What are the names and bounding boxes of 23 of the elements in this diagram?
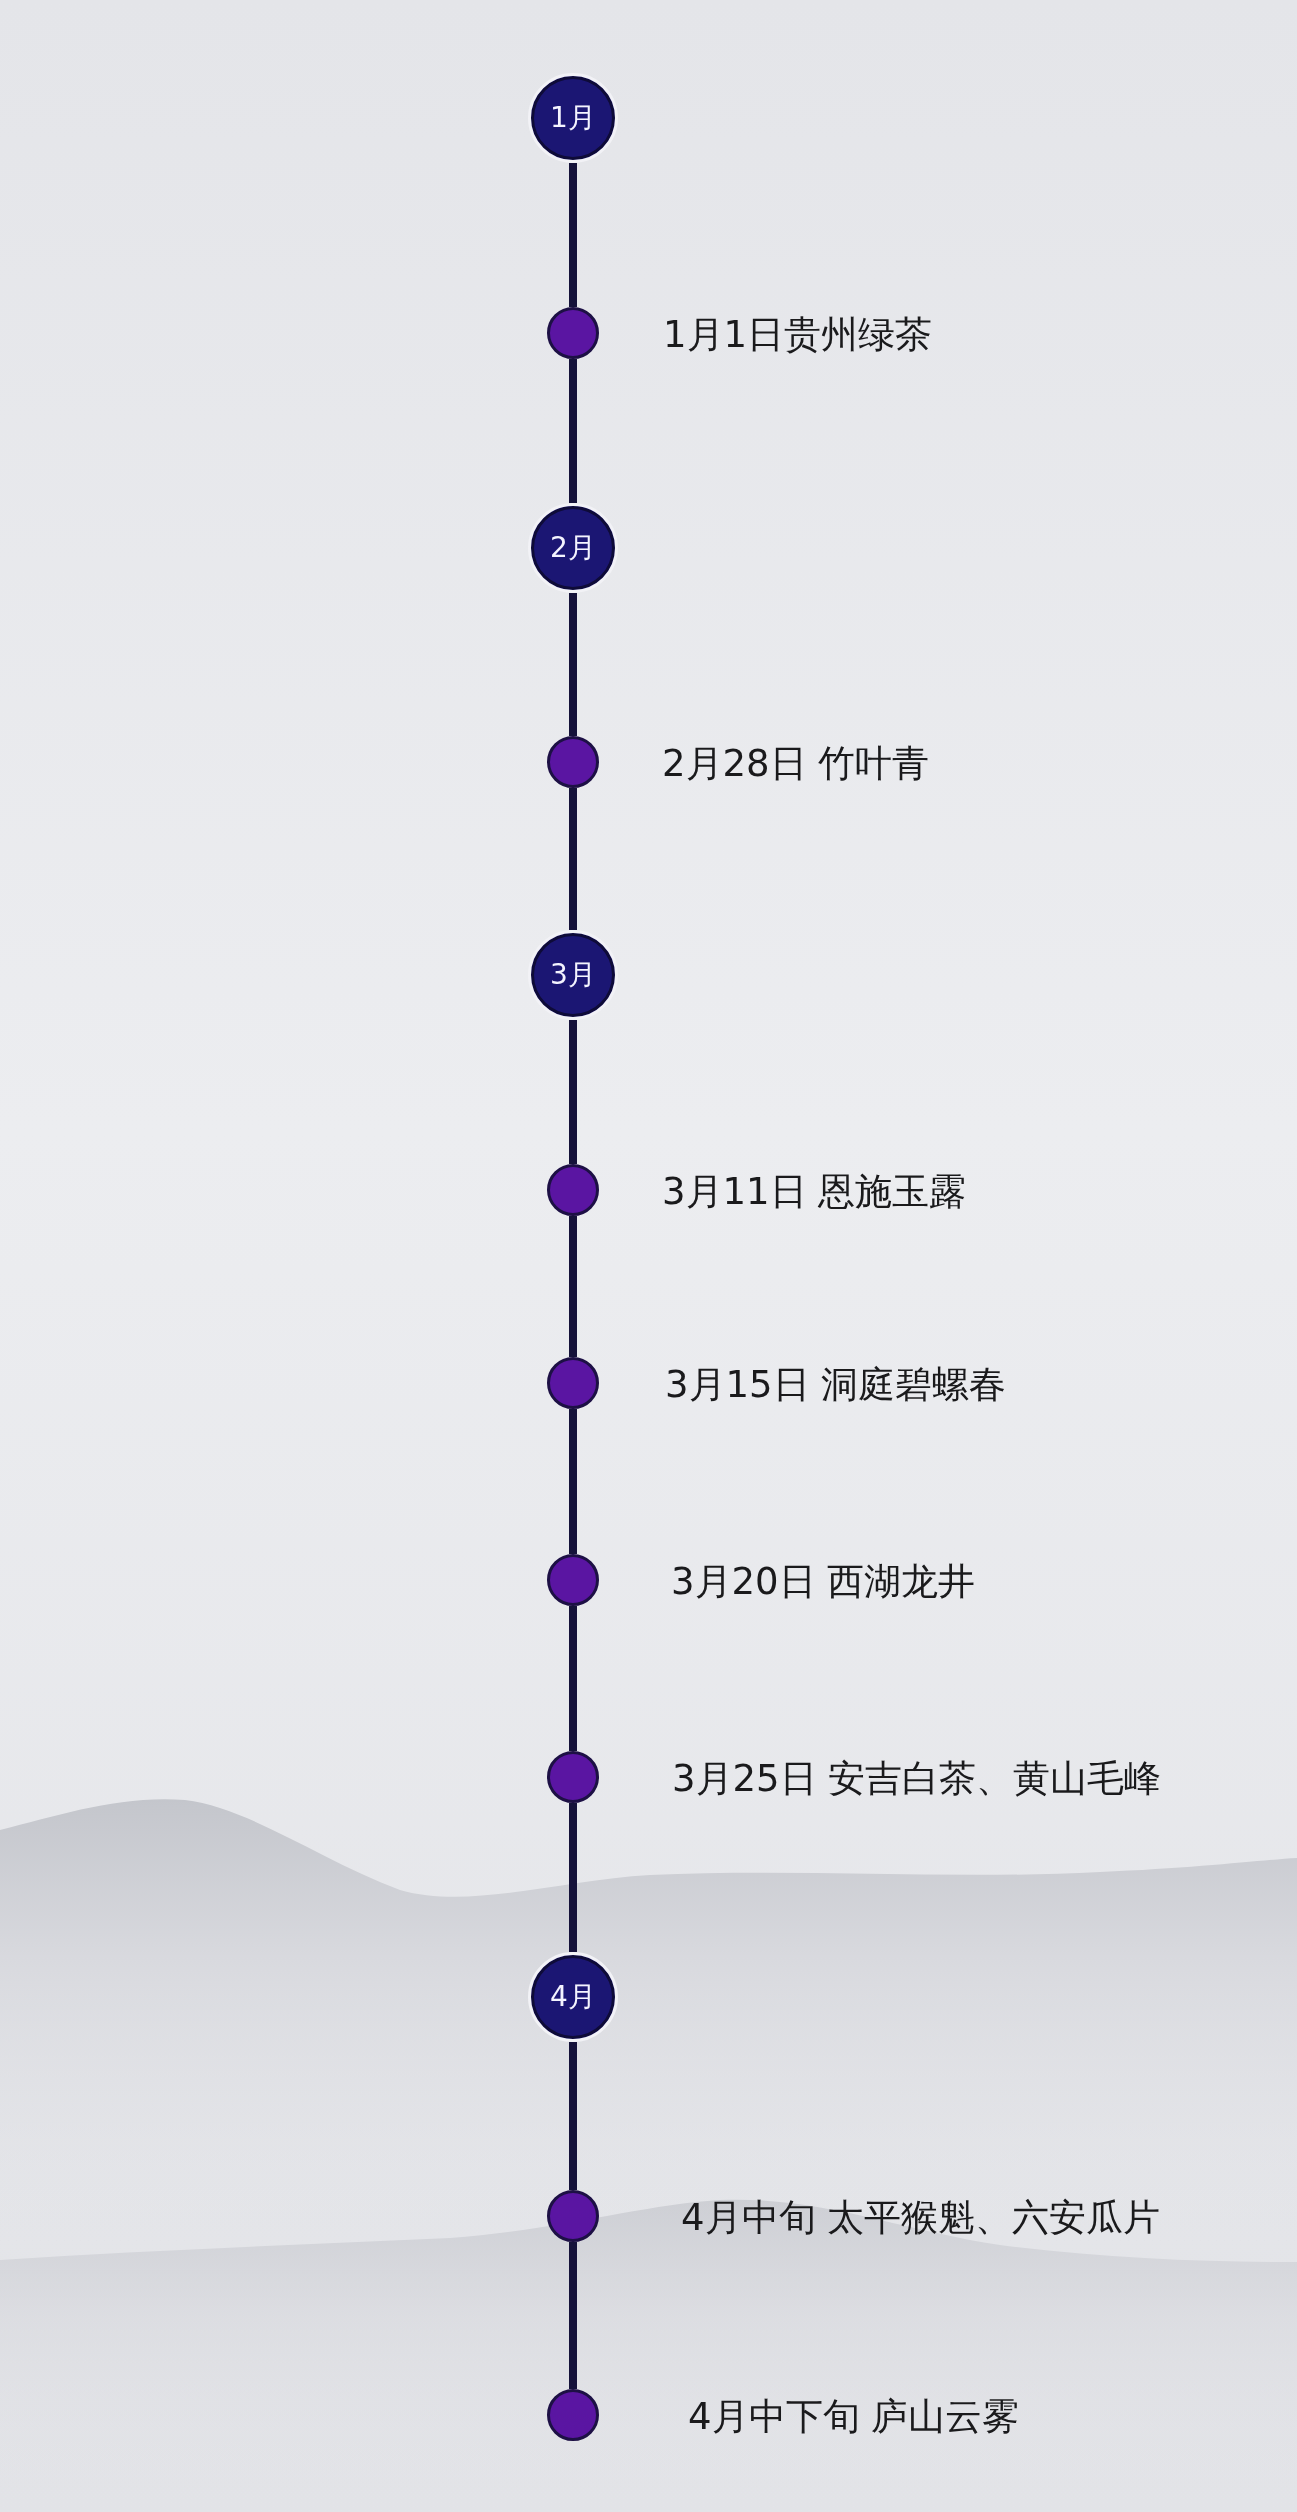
timeline-line: [569, 359, 577, 503]
timeline-line: [569, 1020, 577, 1164]
timeline-line: [569, 1409, 577, 1554]
timeline-line: [569, 1803, 577, 1952]
tea-harvest-label: 4月中下旬 庐山云雾: [688, 2395, 1020, 2440]
timeline-line: [569, 2042, 577, 2190]
timeline-line: [569, 2242, 577, 2389]
tea-harvest-label: 3月25日 安吉白茶、黄山毛峰: [672, 1757, 1162, 1802]
month-label: 2月: [550, 534, 596, 562]
tea-harvest-label: 2月28日 竹叶青: [662, 742, 930, 787]
month-label: 3月: [550, 961, 596, 989]
tea-harvest-label: 4月中旬 太平猴魁、六安瓜片: [681, 2196, 1161, 2241]
month-label: 4月: [550, 1983, 596, 2011]
tea-harvest-label: 3月20日 西湖龙井: [671, 1560, 976, 1605]
timeline-line: [569, 163, 577, 307]
timeline-line: [569, 1606, 577, 1751]
month-label: 1月: [550, 104, 596, 132]
timeline-line: [569, 788, 577, 930]
timeline-line: [569, 593, 577, 736]
tea-harvest-label: 1月1日贵州绿茶: [663, 313, 933, 358]
timeline-line: [569, 1216, 577, 1357]
tea-harvest-label: 3月11日 恩施玉露: [662, 1170, 967, 1215]
tea-harvest-label: 3月15日 洞庭碧螺春: [665, 1363, 1007, 1408]
